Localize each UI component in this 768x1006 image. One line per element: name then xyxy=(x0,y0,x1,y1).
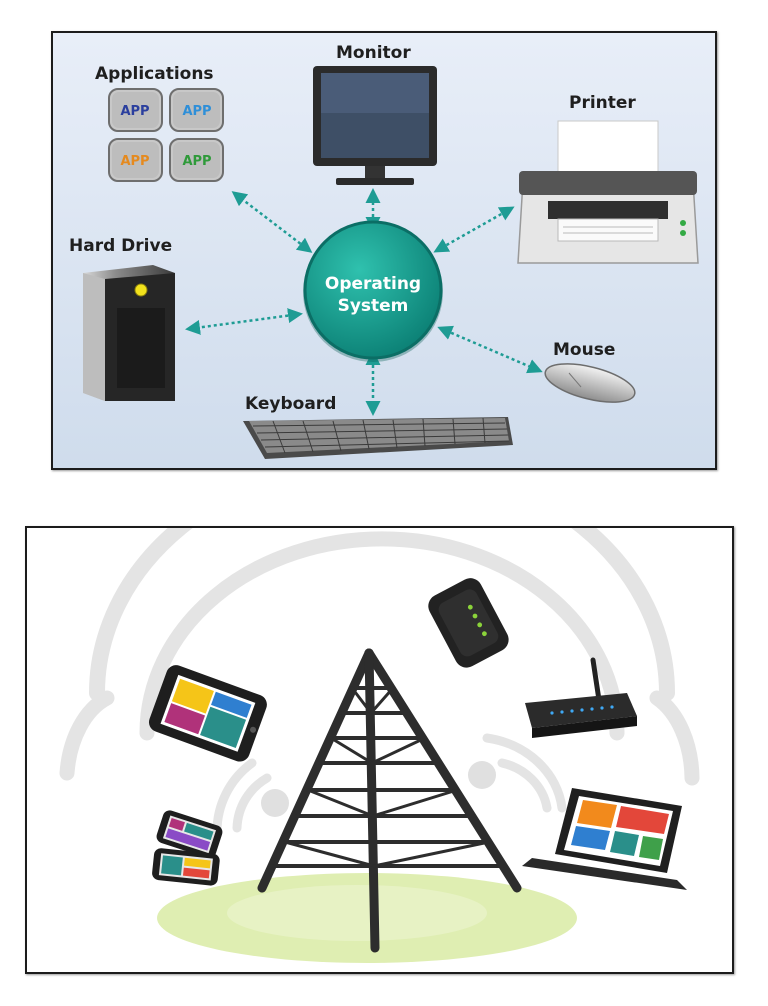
mouse-node: Mouse xyxy=(544,340,636,403)
applications-node: Applications APP APP APP xyxy=(95,64,224,182)
arrow-mouse xyxy=(437,325,543,374)
signal-dot-right xyxy=(468,761,496,789)
os-label-line1: Operating xyxy=(325,274,421,294)
radio-wave-small-left-2 xyxy=(212,758,257,838)
app-tile: APP xyxy=(169,88,224,132)
monitor-node: Monitor xyxy=(313,43,437,185)
app-tiles: APP APP APP APP xyxy=(108,88,224,182)
tablet-icon xyxy=(148,665,267,762)
app-tile-label: APP xyxy=(182,104,211,119)
printer-node: Printer xyxy=(517,93,699,264)
hard-drive-icon xyxy=(83,265,175,401)
keyboard-node: Keyboard xyxy=(243,394,513,459)
radio-waves xyxy=(59,528,700,838)
smartphone-icon-second xyxy=(152,848,220,886)
radio-wave-outer xyxy=(89,528,675,701)
os-diagram: Operating System Applications APP APP xyxy=(53,33,715,468)
radio-wave-small-right-2 xyxy=(482,733,567,813)
mouse-label: Mouse xyxy=(553,340,615,360)
connection-arrows xyxy=(185,188,543,416)
app-tile-label: APP xyxy=(182,154,211,169)
laptop-icon xyxy=(522,788,687,890)
monitor-label: Monitor xyxy=(336,43,411,63)
wireless-diagram-panel xyxy=(25,526,734,974)
router-icon xyxy=(525,657,637,738)
ground-highlight xyxy=(227,885,487,941)
app-tile: APP xyxy=(108,138,163,182)
modem-icon xyxy=(428,578,509,668)
radio-wave-left xyxy=(59,690,115,781)
radio-wave-small-right-1 xyxy=(497,758,552,813)
applications-label: Applications xyxy=(95,64,214,84)
arrow-printer xyxy=(433,206,515,253)
radio-wave-middle xyxy=(139,531,625,741)
monitor-icon xyxy=(313,66,437,185)
signal-dot-left xyxy=(261,789,289,817)
hard-drive-node: Hard Drive xyxy=(69,236,175,401)
keyboard-label: Keyboard xyxy=(245,394,336,414)
arrow-applications xyxy=(231,191,313,253)
radio-wave-right xyxy=(649,690,700,786)
printer-icon xyxy=(517,120,699,264)
operating-system-node: Operating System xyxy=(303,220,443,362)
wireless-diagram xyxy=(59,528,700,963)
app-tile: APP xyxy=(108,88,163,132)
printer-label: Printer xyxy=(569,93,636,113)
mouse-icon xyxy=(544,363,636,403)
radio-wave-small-left-1 xyxy=(232,773,272,833)
app-tile-label: APP xyxy=(120,154,149,169)
hard-drive-label: Hard Drive xyxy=(69,236,172,256)
os-diagram-panel: Operating System Applications APP APP xyxy=(51,31,717,470)
app-tile-label: APP xyxy=(120,104,149,119)
cell-tower-icon xyxy=(257,648,522,953)
app-tile: APP xyxy=(169,138,224,182)
arrow-hard-drive xyxy=(185,308,303,335)
keyboard-icon xyxy=(243,417,513,459)
os-label-line2: System xyxy=(338,296,409,316)
smartphone-icon xyxy=(156,810,223,859)
